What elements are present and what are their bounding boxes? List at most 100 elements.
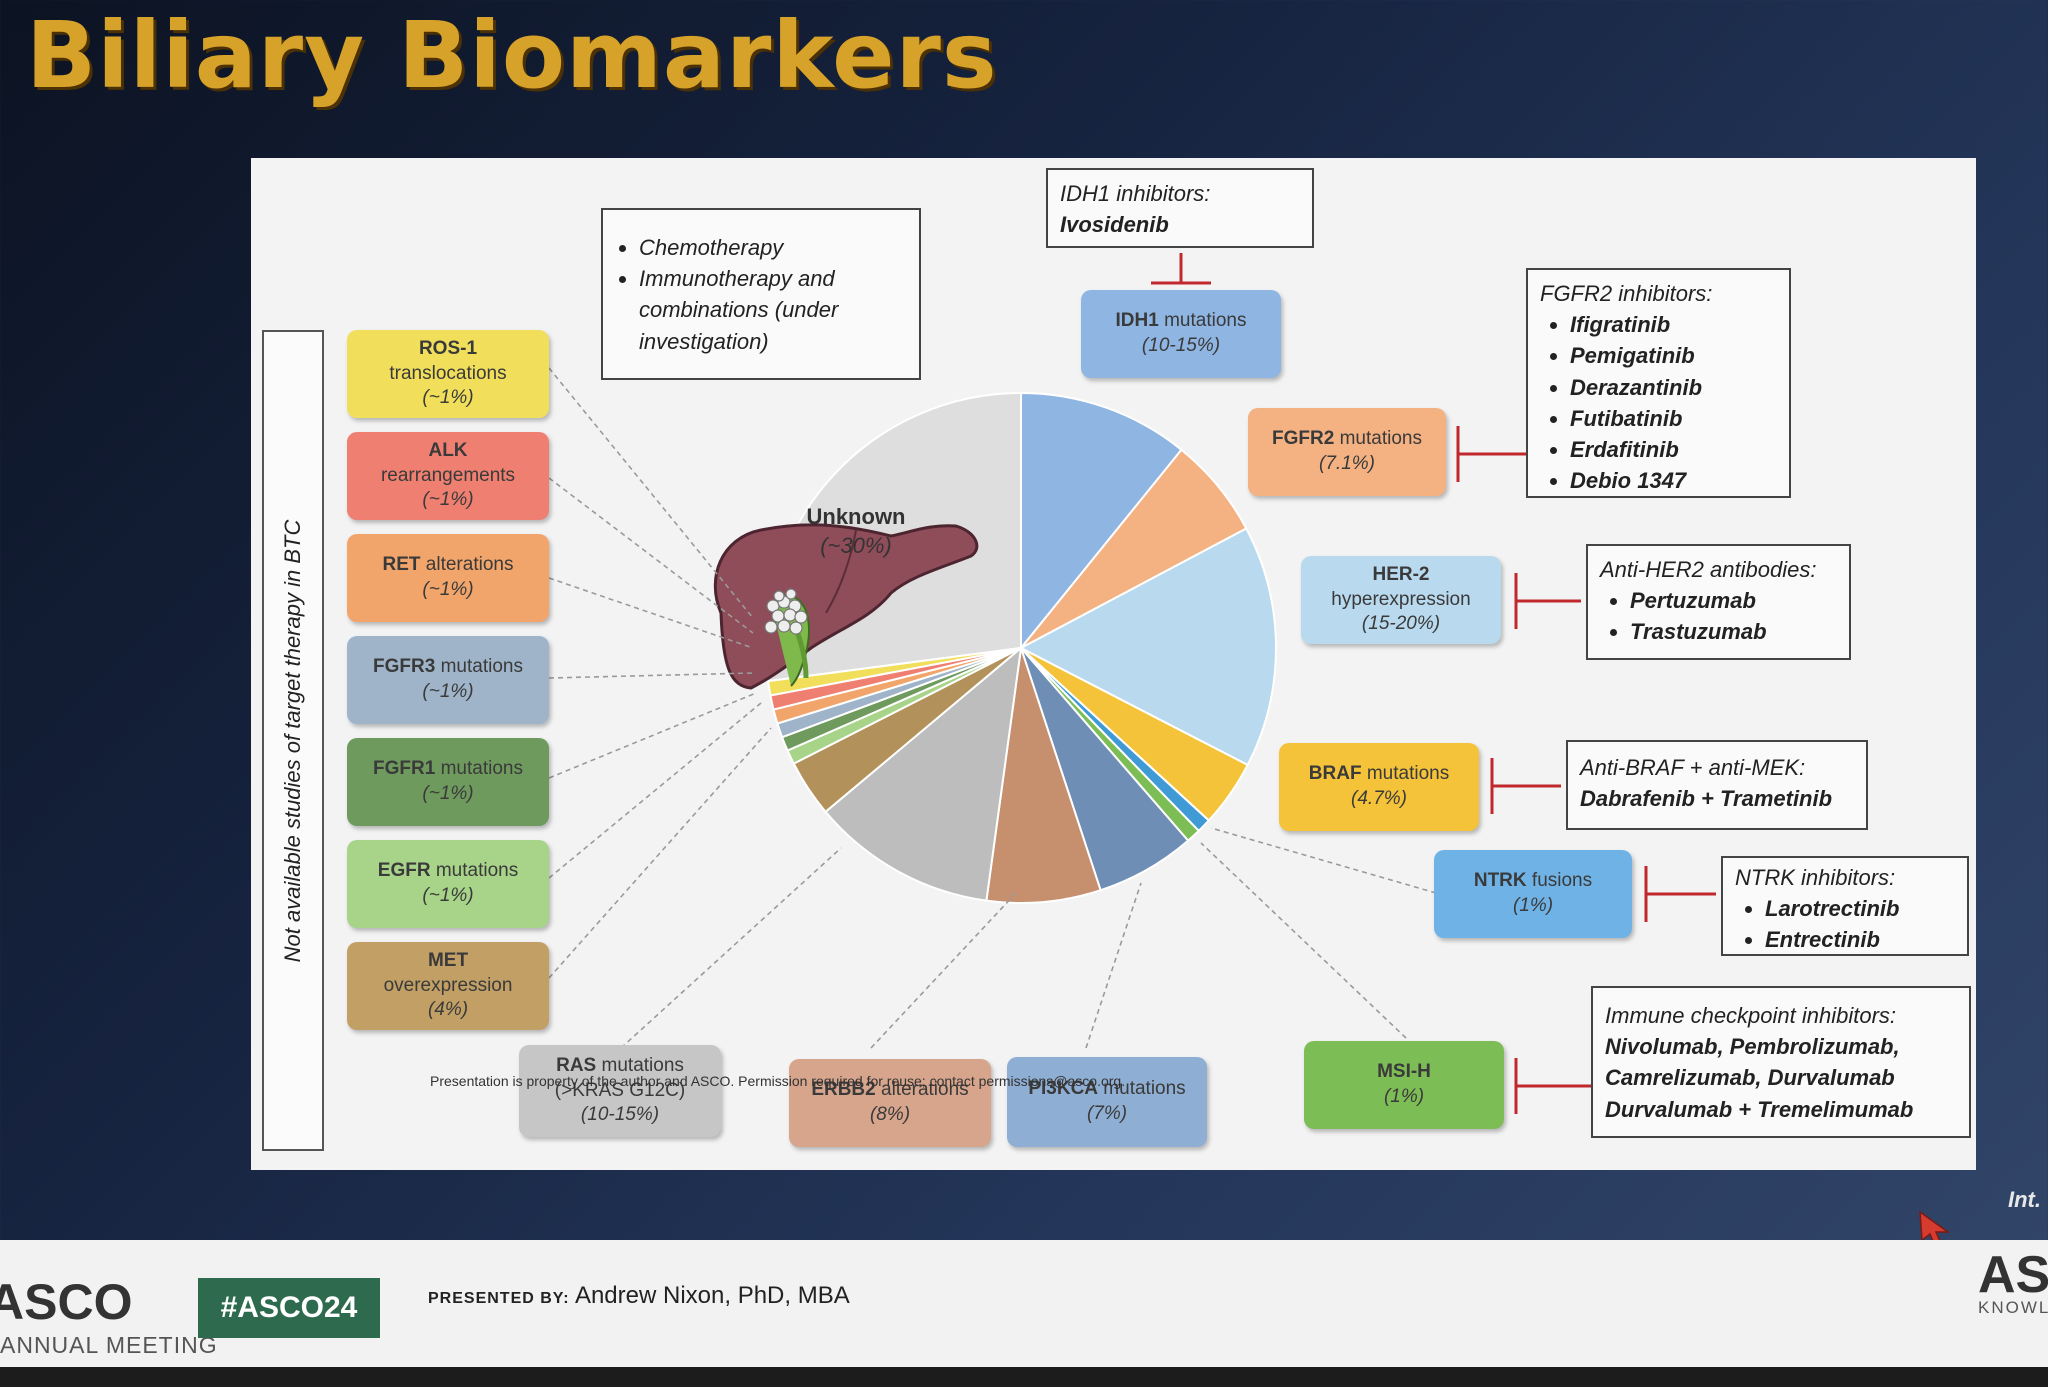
ras-name: RAS: [556, 1054, 597, 1076]
unknown-name: Unknown: [806, 504, 906, 529]
ret-name: RET: [382, 554, 421, 576]
ras-pct: (10-15%): [580, 1104, 660, 1126]
gallstones: [764, 588, 808, 635]
unknown-pct: (~30%): [820, 532, 892, 558]
asco-logo: ASCO: [0, 1274, 133, 1330]
pi3kca-name: PI3KCA: [1028, 1078, 1099, 1100]
fgfr2-sub: mutations: [1339, 428, 1422, 450]
immune-title: Immune checkpoint inhibitors:: [1605, 1003, 1897, 1028]
ros1-name: ROS-1: [418, 337, 478, 359]
braf-mek-drug: Dabrafenib + Trametinib: [1580, 786, 1833, 812]
idh1-inhibitors-title: IDH1 inhibitors:: [1060, 181, 1211, 206]
her2-name: HER-2: [1372, 563, 1430, 585]
braf-pct: (4.7%): [1351, 788, 1407, 809]
idh1-pct: (10-15%): [1141, 335, 1221, 356]
corner-text: Int.: [2008, 1187, 2041, 1212]
asco-right-logo: ASCO: [1978, 1246, 2048, 1304]
ntrk-sub: fusions: [1531, 870, 1593, 892]
ros1-box: ROS-1 translocations (~1%): [347, 330, 549, 418]
pi3kca-pct: (7%): [1086, 1103, 1128, 1124]
disclaimer-text: Presentation is property of the author a…: [430, 1073, 1126, 1089]
ntrk-drug-1: Larotrectinib: [1765, 893, 1955, 924]
pi3kca-sub: mutations: [1103, 1078, 1186, 1100]
braf-name: BRAF: [1308, 763, 1362, 785]
ntrk-inhibitors-box: NTRK inhibitors: Larotrectinib Entrectin…: [1721, 856, 1969, 956]
egfr-box: EGFR mutations (~1%): [347, 840, 549, 928]
ntrk-drug-2: Entrectinib: [1765, 924, 1955, 955]
biomarker-pie-chart: [765, 391, 1277, 904]
ntrk-pct: (1%): [1512, 895, 1554, 916]
erbb2-box: ERBB2 alterations (8%): [789, 1059, 991, 1147]
inhibition-markers: [1151, 253, 1716, 1114]
alk-name: ALK: [428, 439, 468, 461]
fgfr3-sub: mutations: [440, 656, 523, 678]
ras-sub2: (>KRAS G12C): [554, 1079, 686, 1101]
her2-pct: (15-20%): [1361, 613, 1441, 635]
fgfr1-sub: mutations: [440, 758, 523, 780]
erbb2-name: ERBB2: [811, 1079, 876, 1101]
erbb2-pct: (8%): [869, 1104, 911, 1125]
msih-name: MSI-H: [1377, 1061, 1431, 1083]
immune-line-2: Camrelizumab, Durvalumab: [1605, 1065, 1895, 1091]
met-pct: (4%): [427, 999, 469, 1021]
asco-subtitle: ANNUAL MEETING: [0, 1332, 218, 1358]
msih-box: MSI-H (1%): [1304, 1041, 1504, 1129]
met-sub: overexpression: [383, 974, 513, 996]
idh1-inhibitors-box: IDH1 inhibitors: Ivosidenib: [1046, 168, 1314, 248]
met-name: MET: [427, 949, 469, 971]
her2-box: HER-2 hyperexpression (15-20%): [1301, 556, 1501, 644]
ros1-pct: (~1%): [422, 387, 474, 409]
pie-slice-idh1: [1020, 391, 1183, 651]
pie-slice-ras: [824, 645, 1023, 902]
her2-sub: hyperexpression: [1331, 588, 1471, 610]
asco-right-subtitle: KNOWLEDGE: [1978, 1298, 2048, 1317]
her2-antibodies-title: Anti-HER2 antibodies:: [1600, 557, 1817, 582]
footer-bar: ASCO ANNUAL MEETING #ASCO24 PRESENTED BY…: [0, 1240, 2048, 1367]
ntrk-box: NTRK fusions (1%): [1434, 850, 1632, 938]
braf-box: BRAF mutations (4.7%): [1279, 743, 1479, 831]
liver-lobe-line: [825, 529, 857, 614]
pie-slice-erbb2: [985, 647, 1102, 904]
liver-shape: [713, 523, 979, 690]
chemo-item-2: Immunotherapy and combinations (under in…: [639, 263, 905, 357]
immune-line-3: Durvalumab + Tremelimumab: [1605, 1096, 1914, 1122]
alk-box: ALK rearrangements (~1%): [347, 432, 549, 520]
braf-mek-box: Anti-BRAF + anti-MEK: Dabrafenib + Trame…: [1566, 740, 1868, 830]
erbb2-sub: alterations: [881, 1079, 969, 1101]
fgfr3-name: FGFR3: [373, 656, 436, 678]
chemo-box: Chemotherapy Immunotherapy and combinati…: [601, 208, 921, 380]
msih-pct: (1%): [1383, 1086, 1425, 1107]
slide-title: Biliary Biomarkers: [26, 2, 998, 109]
connector-lines: [548, 367, 1437, 1049]
fgfr2-drug-5: Erdafitinib: [1570, 434, 1777, 465]
alk-pct: (~1%): [422, 489, 474, 511]
fgfr1-box: FGFR1 mutations (~1%): [347, 738, 549, 826]
fgfr2-name: FGFR2: [1272, 428, 1335, 450]
fgfr2-drug-3: Derazantinib: [1570, 372, 1777, 403]
immune-checkpoint-box: Immune checkpoint inhibitors: Nivolumab,…: [1591, 986, 1971, 1138]
liver-illustration: [713, 523, 979, 690]
ret-box: RET alterations (~1%): [347, 534, 549, 622]
idh1-name: IDH1: [1115, 310, 1159, 332]
chemo-item-1: Chemotherapy: [639, 232, 905, 263]
ras-box: RAS mutations (>KRAS G12C) (10-15%): [519, 1045, 721, 1137]
ros1-sub: translocations: [389, 362, 507, 384]
met-box: MET overexpression (4%): [347, 942, 549, 1030]
not-available-box: Not available studies of target therapy …: [262, 330, 324, 1151]
her2-drug-2: Trastuzumab: [1630, 616, 1837, 647]
fgfr2-pct: (7.1%): [1319, 453, 1375, 474]
ntrk-name: NTRK: [1473, 870, 1527, 892]
presented-by-label: PRESENTED BY:: [428, 1290, 570, 1307]
fgfr2-drug-6: Debio 1347: [1570, 465, 1777, 496]
fgfr1-name: FGFR1: [373, 758, 436, 780]
alk-sub: rearrangements: [380, 464, 516, 486]
ret-sub: alterations: [425, 554, 514, 576]
egfr-pct: (~1%): [422, 885, 474, 906]
fgfr2-drug-4: Futibatinib: [1570, 403, 1777, 434]
fgfr2-inhibitors-box: FGFR2 inhibitors: Ifigratinib Pemigatini…: [1526, 268, 1791, 498]
fgfr3-pct: (~1%): [422, 681, 474, 702]
fgfr3-box: FGFR3 mutations (~1%): [347, 636, 549, 724]
idh1-drug: Ivosidenib: [1060, 212, 1169, 238]
ret-pct: (~1%): [422, 579, 474, 600]
pie-slice-ros-1: [767, 647, 1022, 697]
